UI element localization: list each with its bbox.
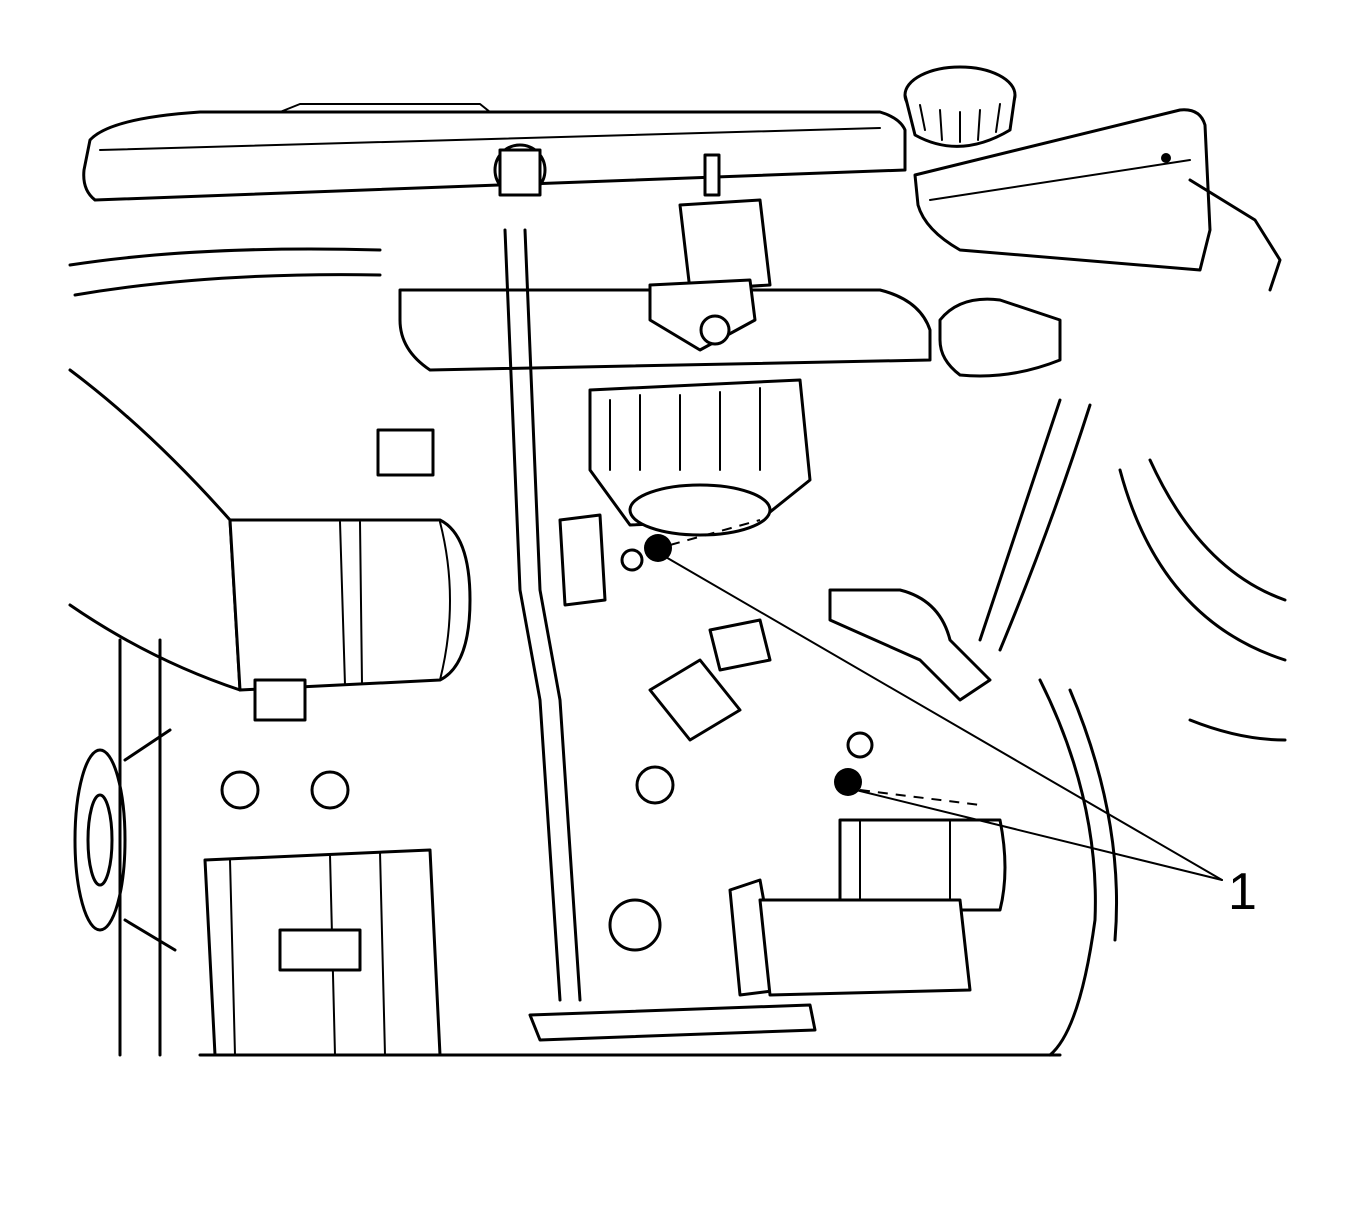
bolt-axis-upper xyxy=(669,519,761,546)
connectors xyxy=(253,428,772,742)
upper-left-hose xyxy=(68,247,382,297)
callout-label-1: 1 xyxy=(1228,863,1257,921)
bolt-axis-lower xyxy=(859,789,981,806)
flywheel xyxy=(1038,458,1287,1057)
callout-leader-lines xyxy=(663,555,1223,881)
coolant-reservoir xyxy=(903,65,1282,292)
fastener-bolts xyxy=(620,534,874,796)
crank-pulley xyxy=(73,638,177,1057)
bolt-lower xyxy=(834,768,862,796)
alternator xyxy=(203,770,442,1057)
heater-hoses xyxy=(828,398,1092,702)
engine-cover xyxy=(82,103,907,202)
crossmember xyxy=(198,1003,1062,1057)
bolt-upper xyxy=(644,534,672,562)
intake-duct xyxy=(68,368,472,692)
intake-tube xyxy=(398,288,1062,378)
starter-motor xyxy=(608,765,1007,997)
throttle-body xyxy=(588,378,812,537)
wiring-harness xyxy=(493,143,582,1002)
fuel-pump xyxy=(648,153,772,352)
